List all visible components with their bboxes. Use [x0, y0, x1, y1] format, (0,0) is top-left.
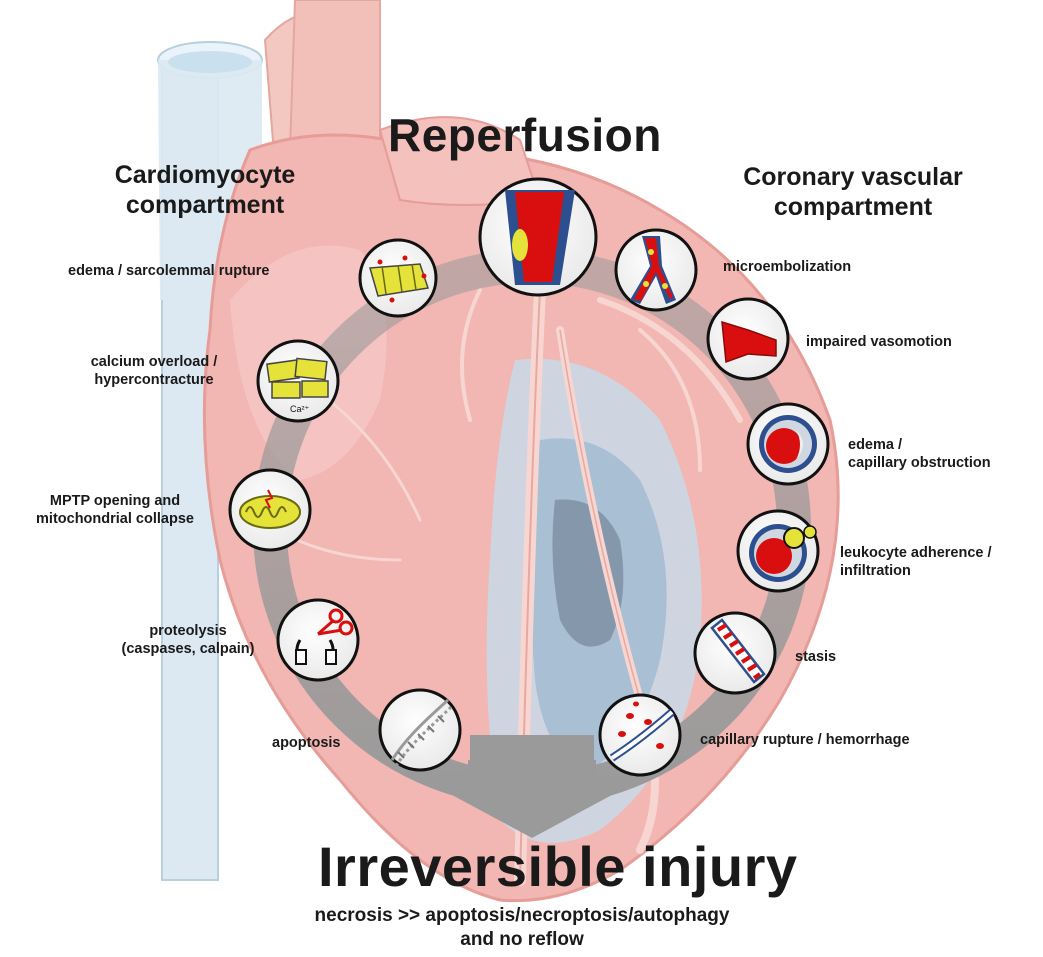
label-apoptosis: apoptosis: [272, 734, 340, 752]
label-proteolysis-line2: (caspases, calpain): [108, 640, 268, 658]
label-capillary-rupture: capillary rupture / hemorrhage: [700, 731, 910, 749]
label-sarcolemmal-rupture: edema / sarcolemmal rupture: [68, 262, 269, 280]
label-calcium-line2: hypercontracture: [64, 371, 244, 389]
left-compartment-line1: Cardiomyocyte: [80, 160, 330, 190]
mitochondria-icon: [230, 470, 310, 550]
hypercontracture-icon: Ca²⁺: [258, 341, 338, 421]
label-proteolysis-line1: proteolysis: [108, 622, 268, 640]
outcome-line2: and no reflow: [222, 928, 822, 952]
label-microembolization: microembolization: [723, 258, 851, 276]
stasis-icon: [695, 613, 775, 693]
hemorrhage-icon: [600, 695, 680, 775]
label-proteolysis: proteolysis (caspases, calpain): [108, 622, 268, 658]
outcome-line1: necrosis >> apoptosis/necroptosis/autoph…: [222, 904, 822, 928]
leukocyte-icon: [738, 511, 818, 591]
label-obstruction-line2: capillary obstruction: [848, 454, 991, 472]
label-mptp-opening: MPTP opening and mitochondrial collapse: [2, 492, 228, 528]
microembolization-icon: [616, 230, 696, 310]
outcome-subtitle: necrosis >> apoptosis/necroptosis/autoph…: [222, 904, 822, 952]
label-capillary-obstruction: edema / capillary obstruction: [848, 436, 991, 472]
label-leukocyte-line1: leukocyte adherence /: [840, 544, 992, 562]
outcome-title: Irreversible injury: [318, 834, 798, 899]
scissors-icon: [278, 600, 358, 680]
label-leukocyte-line2: infiltration: [840, 562, 992, 580]
label-mptp-line2: mitochondrial collapse: [2, 510, 228, 528]
label-calcium-overload: calcium overload / hypercontracture: [64, 353, 244, 389]
calcium-symbol: Ca²⁺: [290, 404, 310, 414]
vasomotion-icon: [708, 299, 788, 379]
right-compartment-line1: Coronary vascular: [718, 162, 988, 192]
label-impaired-vasomotion: impaired vasomotion: [806, 333, 952, 351]
capillary-obstruction-icon: [748, 404, 828, 484]
right-compartment-line2: compartment: [718, 192, 988, 222]
page-title: Reperfusion: [388, 108, 662, 162]
sarcolemmal-rupture-icon: [360, 240, 436, 316]
reperfusion-vessel-icon: [480, 179, 596, 295]
label-stasis: stasis: [795, 648, 836, 666]
label-obstruction-line1: edema /: [848, 436, 991, 454]
label-calcium-line1: calcium overload /: [64, 353, 244, 371]
dna-icon: [380, 690, 460, 770]
left-compartment-title: Cardiomyocyte compartment: [80, 160, 330, 220]
left-compartment-line2: compartment: [80, 190, 330, 220]
label-leukocyte-adherence: leukocyte adherence / infiltration: [840, 544, 992, 580]
label-mptp-line1: MPTP opening and: [2, 492, 228, 510]
right-compartment-title: Coronary vascular compartment: [718, 162, 988, 222]
